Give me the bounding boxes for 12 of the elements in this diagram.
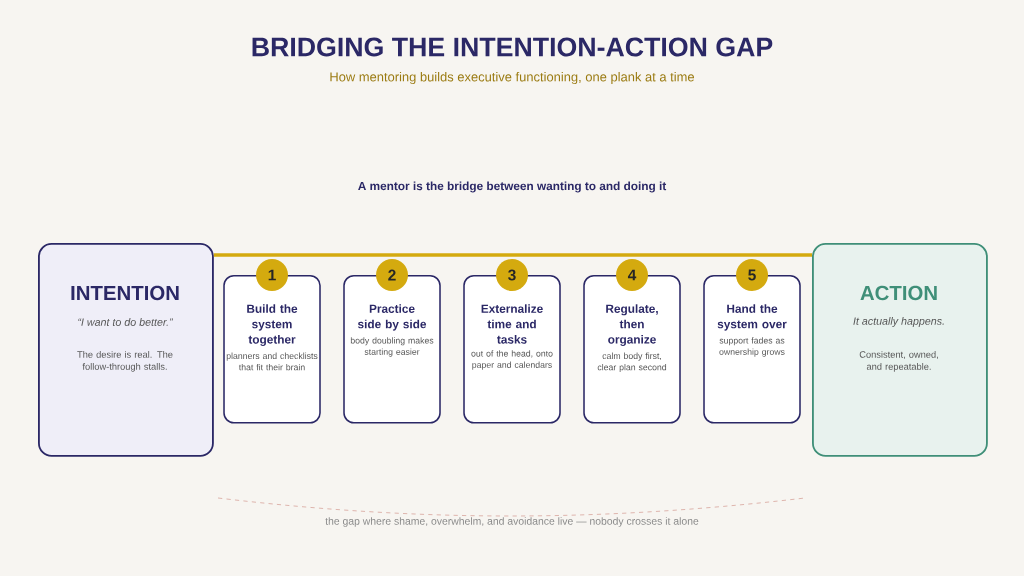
intention-panel: INTENTION “I want to do better.” The desire is real. The follow-through stalls. [38,243,214,457]
subtitle: How mentoring builds executive functioning, one plank at a time [330,71,694,85]
step-badge: 4 [616,259,648,291]
step-badge: 5 [736,259,768,291]
action-panel: ACTION It actually happens. Consistent, owned, and repeatable. [812,243,988,457]
step-badge: 1 [256,259,288,291]
step-badge: 3 [496,259,528,291]
title: BRIDGING THE INTENTION-ACTION GAP [252,37,773,57]
gap-caption: the gap where shame, overwhelm, and avoidance live — nobody crosses it alone [325,517,699,527]
bridge-line [213,253,812,257]
step-badge: 2 [376,259,408,291]
bridge-caption: A mentor is the bridge between wanting to and doing it [358,181,667,193]
